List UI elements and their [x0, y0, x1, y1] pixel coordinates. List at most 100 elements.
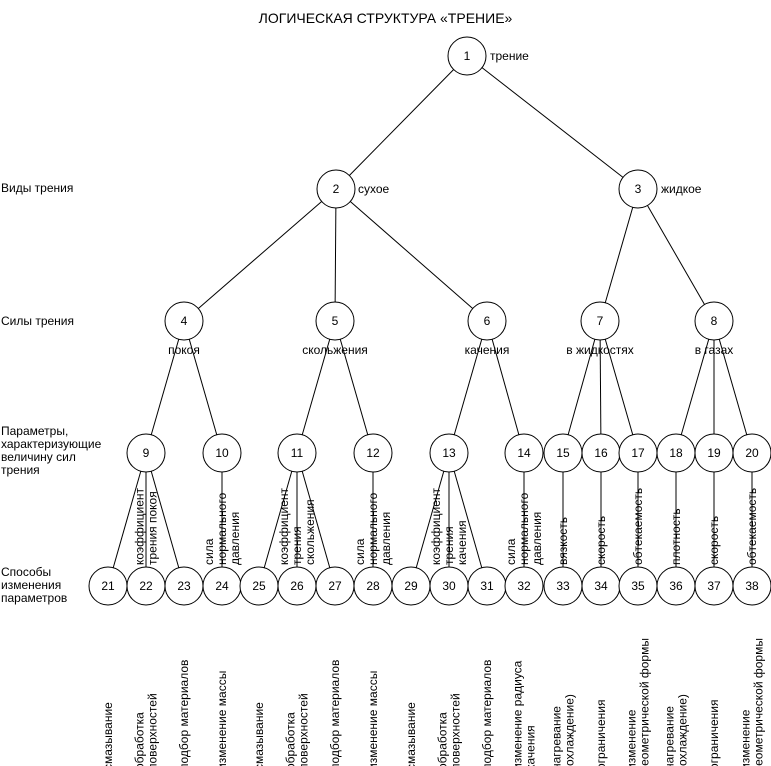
edge-3-8	[647, 205, 705, 305]
node-33-label: нагревание(охлаждение)	[550, 694, 577, 766]
node-17-label-line: обтекаемость	[631, 488, 645, 565]
node-10-label-line: нормального	[215, 492, 229, 565]
node-38-circle	[732, 566, 771, 606]
node-4-label: покоя	[168, 343, 200, 357]
node-20-label-line: обтекаемость	[745, 488, 759, 565]
row-label-types: Виды трения	[1, 181, 74, 195]
node-19-number: 19	[707, 446, 721, 460]
node-2-label: сухое	[358, 182, 390, 196]
node-17-label: обтекаемость	[631, 488, 645, 565]
node-7-circle	[580, 301, 620, 341]
node-21-label-line: смазывание	[101, 702, 115, 766]
node-9-number: 9	[143, 446, 150, 460]
node-10-label-line: давления	[228, 512, 242, 565]
node-24-label: изменение массы	[215, 671, 229, 766]
node-35-label-line: изменение	[625, 709, 639, 766]
node-18-label-line: плотность	[669, 508, 683, 565]
node-11-number: 11	[291, 446, 304, 460]
node-11-circle	[277, 433, 317, 473]
row-label-forces: Силы трения	[1, 314, 75, 328]
node-25-label: смазывание	[252, 702, 266, 766]
node-37-label: ограничения	[707, 700, 721, 766]
node-38-label-line: геометрической формы	[752, 638, 766, 766]
node-37-number: 37	[707, 579, 721, 593]
node-6-label: качения	[465, 343, 510, 357]
node-5-label: скольжения	[302, 343, 368, 357]
node-20-number: 20	[745, 446, 759, 460]
row-label-methods-line: изменения	[1, 578, 62, 592]
node-34-label: ограничения	[594, 700, 608, 766]
node-13-label-line: коэффициент	[429, 487, 443, 565]
edge-4-9	[150, 339, 180, 435]
node-28-label: изменение массы	[366, 671, 380, 766]
node-36-label: нагревание(охлаждение)	[663, 694, 690, 766]
edge-6-14	[491, 339, 520, 435]
node-14-label-line: давления	[530, 512, 544, 565]
node-38-number: 38	[745, 579, 759, 593]
node-12-number: 12	[366, 446, 380, 460]
edge-11-27	[301, 471, 331, 568]
node-23-number: 23	[177, 579, 191, 593]
node-12-label-line: давления	[379, 512, 393, 565]
node-18-label: плотность	[669, 508, 683, 565]
node-30-number: 30	[442, 579, 456, 593]
node-34-label-line: ограничения	[594, 700, 608, 766]
node-15-label: вязкость	[556, 517, 570, 565]
node-7-number: 7	[597, 314, 604, 328]
node-12-circle	[353, 433, 393, 473]
node-6-number: 6	[484, 314, 491, 328]
node-23-label-line: подбор материалов	[177, 660, 191, 766]
diagram-title: ЛОГИЧЕСКАЯ СТРУКТУРА «ТРЕНИЕ»	[258, 10, 513, 26]
edge-9-23	[150, 471, 180, 568]
node-33-number: 33	[556, 579, 570, 593]
edge-7-16	[599, 339, 602, 435]
node-29-label: смазывание	[404, 702, 418, 766]
node-32-label-line: качения	[524, 725, 538, 766]
node-21-label: смазывание	[101, 702, 115, 766]
node-16-label: скорость	[594, 516, 608, 565]
node-31-label-line: подбор материалов	[480, 660, 494, 766]
edge-7-15	[567, 339, 596, 435]
node-9-circle	[126, 433, 166, 473]
node-30-label-line: поверхностей	[449, 693, 463, 766]
node-29-number: 29	[404, 579, 418, 593]
node-14-number: 14	[517, 446, 531, 460]
node-18-number: 18	[669, 446, 683, 460]
node-37-label-line: ограничения	[707, 700, 721, 766]
node-32-label-line: изменение радиуса	[511, 660, 525, 766]
node-5-circle	[315, 301, 355, 341]
node-35-number: 35	[631, 579, 645, 593]
node-20-circle	[732, 433, 771, 473]
edge-4-10	[188, 339, 218, 435]
node-4-circle	[164, 301, 204, 341]
node-12-label-line: сила	[353, 538, 367, 565]
edge-6-13	[453, 339, 483, 435]
node-10-circle	[202, 433, 242, 473]
edge-7-17	[604, 339, 634, 435]
node-10-label-line: сила	[202, 538, 216, 565]
row-label-methods-line: Способы	[1, 565, 52, 579]
node-31-number: 31	[480, 579, 494, 593]
row-label-params-line: трения	[1, 463, 40, 477]
node-2-circle	[316, 169, 356, 209]
row-label-methods-line: параметров	[1, 591, 68, 605]
node-9-label-line: коэффициент	[133, 487, 147, 565]
node-8-circle	[694, 301, 734, 341]
node-22-label-line: поверхностей	[146, 693, 160, 766]
node-27-label-line: подбор материалов	[328, 660, 342, 766]
edge-1-3	[481, 67, 624, 178]
edge-8-18	[680, 339, 710, 435]
node-27-number: 27	[328, 579, 342, 593]
node-31-label: подбор материалов	[480, 660, 494, 766]
edge-2-6	[349, 201, 474, 309]
edge-3-7	[604, 207, 634, 303]
node-26-label-line: обработка	[284, 712, 298, 766]
node-19-label-line: скорость	[707, 516, 721, 565]
node-21-number: 21	[101, 579, 115, 593]
node-38-label-line: изменение	[739, 709, 753, 766]
